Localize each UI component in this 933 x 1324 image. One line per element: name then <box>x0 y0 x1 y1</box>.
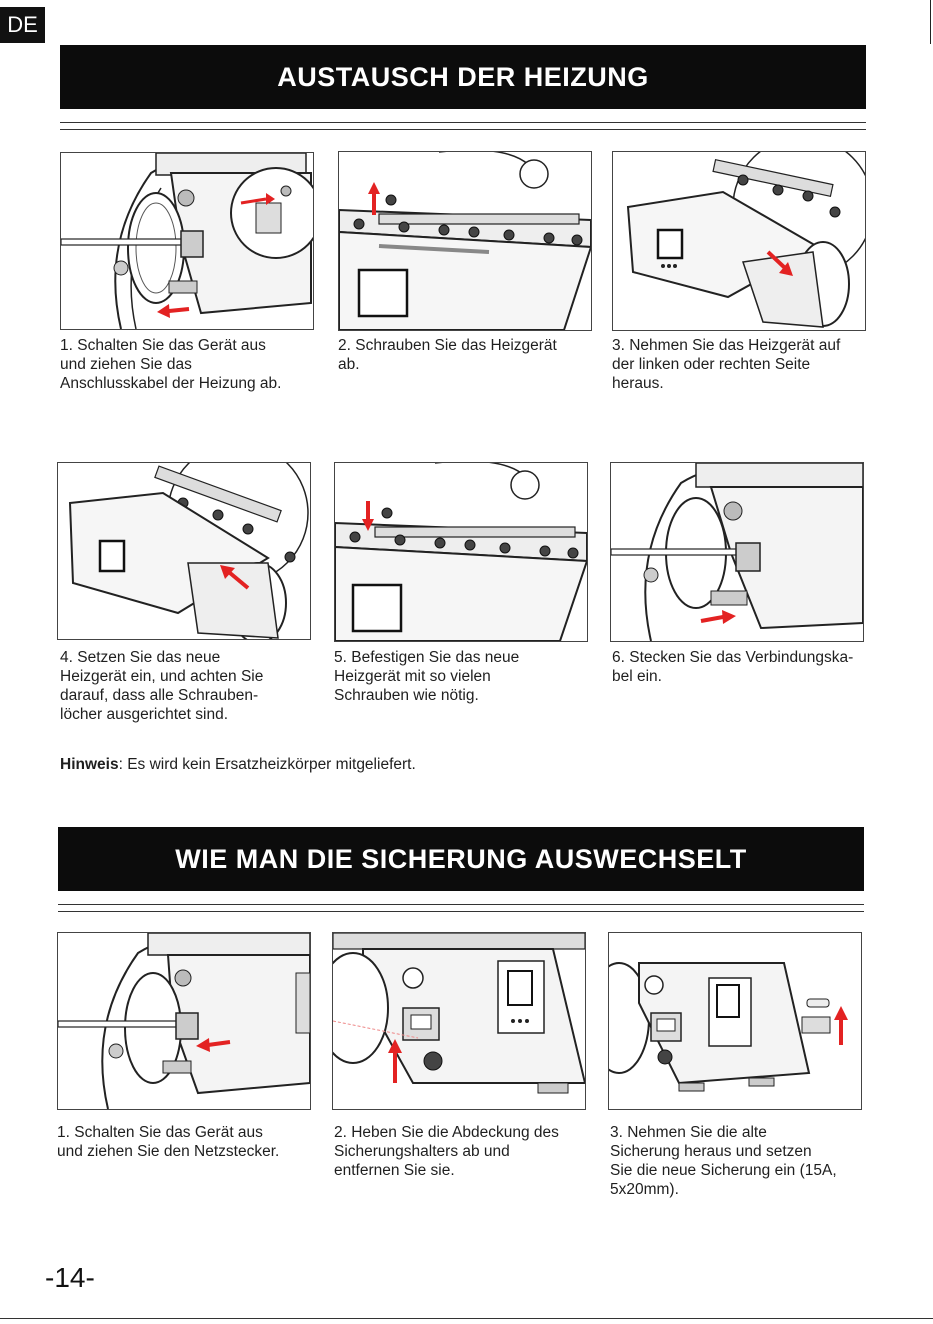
heater-step-1-illustration <box>60 152 314 330</box>
heater-step-4-illustration <box>57 462 311 640</box>
fuse-section-title: WIE MAN DIE SICHERUNG AUSWECHSELT <box>58 827 864 891</box>
note-text: : Es wird kein Ersatzheizkörper mitgelie… <box>118 756 416 773</box>
heater-step-5-illustration <box>334 462 588 642</box>
crop-mark <box>930 0 931 44</box>
fuse-step-3-caption: 3. Nehmen Sie die alte Sicherung heraus … <box>610 1124 837 1198</box>
heater-step-2-caption: 2. Schrauben Sie das Heizgerät ab. <box>338 337 557 373</box>
fuse-step-1-illustration <box>57 932 311 1110</box>
heater-step-6-caption: 6. Stecken Sie das Verbindungska- bel ei… <box>612 649 854 685</box>
fuse-step-2-illustration <box>332 932 586 1110</box>
language-tag: DE <box>0 7 45 43</box>
fuse-step-3-illustration <box>608 932 862 1110</box>
heater-note: Hinweis: Es wird kein Ersatzheizkörper m… <box>60 756 416 774</box>
section-divider <box>58 904 864 912</box>
bottom-trim-line <box>0 1318 933 1319</box>
fuse-step-1-caption: 1. Schalten Sie das Gerät aus und ziehen… <box>57 1124 280 1160</box>
note-label: Hinweis <box>60 756 119 773</box>
heater-step-3-caption: 3. Nehmen Sie das Heizgerät auf der link… <box>612 337 841 392</box>
heater-step-3-illustration <box>612 151 866 331</box>
heater-step-6-illustration <box>610 462 864 642</box>
heater-section-title: AUSTAUSCH DER HEIZUNG <box>60 45 866 109</box>
section-divider <box>60 122 866 130</box>
heater-step-1-caption: 1. Schalten Sie das Gerät aus und ziehen… <box>60 337 282 392</box>
fuse-step-2-caption: 2. Heben Sie die Abdeckung des Sicherung… <box>334 1124 559 1179</box>
heater-step-2-illustration <box>338 151 592 331</box>
heater-step-4-caption: 4. Setzen Sie das neue Heizgerät ein, un… <box>60 649 264 723</box>
page-number: -14- <box>45 1262 95 1293</box>
heater-step-5-caption: 5. Befestigen Sie das neue Heizgerät mit… <box>334 649 520 704</box>
